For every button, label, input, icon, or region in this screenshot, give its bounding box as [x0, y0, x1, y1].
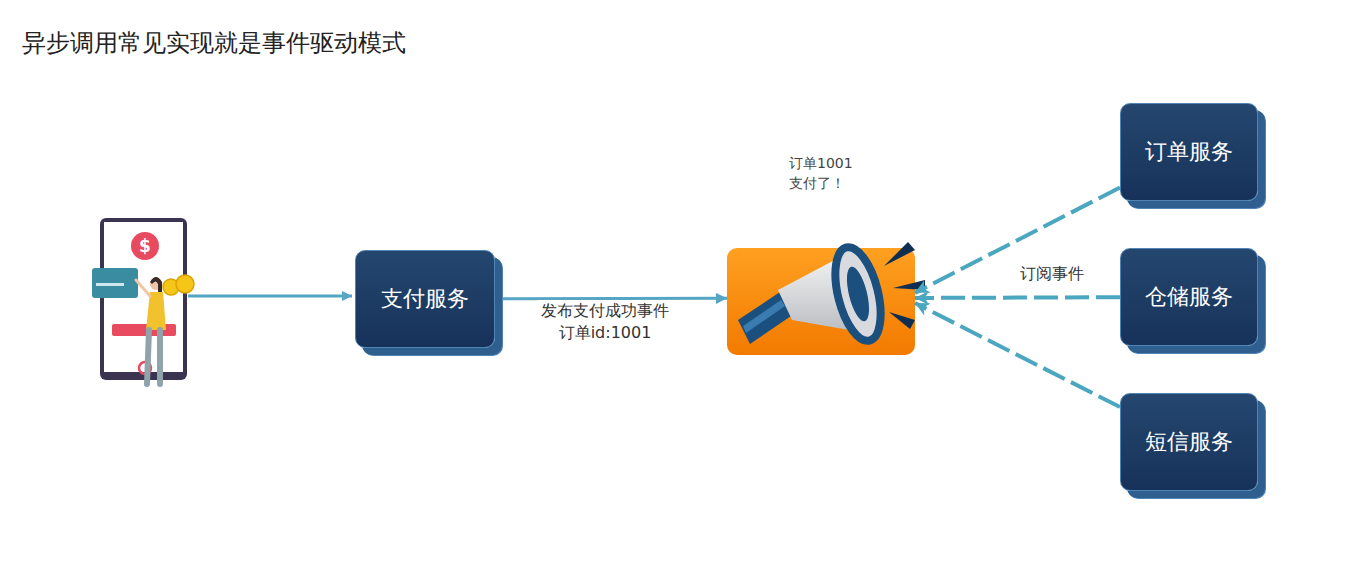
- service-box: 订单服务: [1120, 103, 1258, 201]
- service-box: 短信服务: [1120, 393, 1258, 491]
- woman-arm: [136, 280, 150, 296]
- pay-button: [112, 324, 176, 336]
- edge-label: 订阅事件: [1017, 263, 1087, 285]
- event-callout: 订单1001 支付了！: [789, 153, 853, 193]
- credit-card: [92, 268, 138, 298]
- subscribe-link: [915, 303, 1120, 407]
- subscribe-link: [915, 295, 1120, 300]
- woman-legs: [147, 330, 160, 384]
- service-name: 短信服务: [1145, 427, 1233, 457]
- service-box: 仓储服务: [1120, 248, 1258, 346]
- service-name: 订单服务: [1145, 137, 1233, 167]
- subscribe-link: [915, 187, 1120, 292]
- woman-hair: [150, 277, 162, 292]
- service-box: 支付服务: [355, 250, 495, 348]
- megaphone-illustration: [727, 242, 925, 355]
- woman-torso: [146, 292, 166, 330]
- card-stripe: [96, 283, 124, 286]
- sound-line: [884, 242, 915, 266]
- service-name: 仓储服务: [1145, 282, 1233, 312]
- edge-label: 发布支付成功事件 订单id:1001: [538, 300, 672, 344]
- megaphone-bell: [827, 243, 889, 346]
- megaphone-inner: [842, 265, 873, 324]
- phone-body: [100, 218, 187, 380]
- coin: [176, 275, 194, 293]
- event-broker: 订单1001 支付了！: [727, 248, 915, 355]
- service-name: 支付服务: [381, 284, 469, 314]
- diagram-title: 异步调用常见实现就是事件驱动模式: [22, 27, 406, 59]
- request-arrow: [188, 295, 352, 298]
- currency-symbol: $: [139, 236, 151, 256]
- sound-line: [889, 312, 915, 329]
- dollar-badge: [131, 232, 159, 260]
- phone-illustration: [92, 218, 194, 384]
- handle-stripe: [743, 300, 785, 333]
